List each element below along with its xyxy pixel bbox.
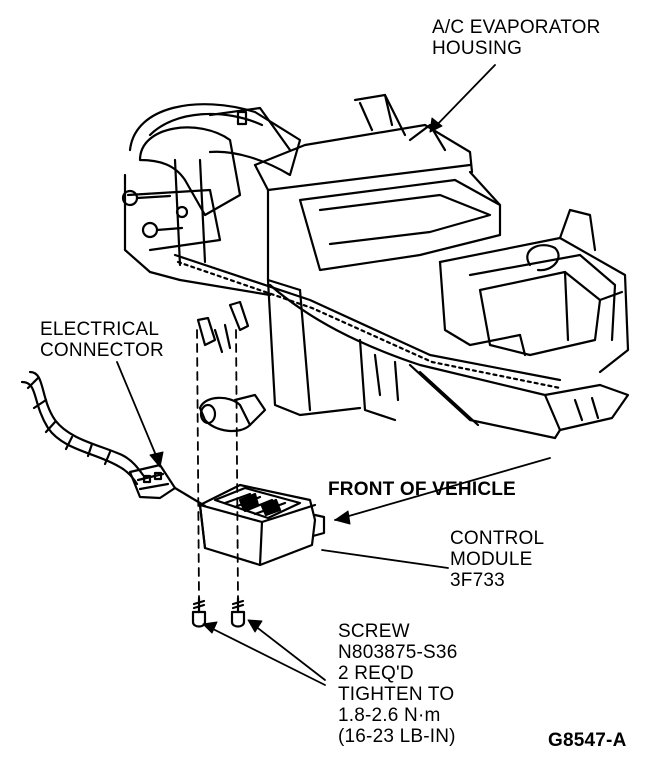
label-control-module: CONTROL MODULE 3F733: [450, 528, 544, 591]
drain-fitting: [196, 300, 267, 433]
label-module-line-3: 3F733: [450, 570, 505, 591]
label-module-line-1: CONTROL: [450, 528, 545, 549]
housing-end-cap: [438, 208, 630, 374]
label-screw-line-6: (16-23 LB-IN): [338, 726, 456, 747]
label-connector-line-2: CONNECTOR: [40, 340, 164, 361]
label-screw-line-4: TIGHTEN TO: [338, 684, 455, 705]
label-evaporator-line-1: A/C EVAPORATOR: [432, 17, 601, 38]
label-module-line-2: MODULE: [450, 549, 533, 570]
evaporator-case: [173, 93, 630, 440]
label-screw: SCREW N803875-S36 2 REQ'D TIGHTEN TO 1.8…: [338, 621, 457, 747]
arrowheads: [149, 117, 443, 634]
screw-alignment-lines: [196, 329, 239, 599]
mounting-screws: [191, 596, 246, 628]
blower-housing: [121, 103, 302, 282]
control-module: [198, 483, 326, 567]
label-screw-line-2: N803875-S36: [338, 642, 458, 663]
wiring-harness: [20, 370, 207, 508]
figure-id: G8547-A: [548, 730, 627, 751]
label-screw-line-5: 1.8-2.6 N·m: [338, 705, 441, 726]
label-front-text: FRONT OF VEHICLE: [328, 479, 516, 500]
label-evaporator-line-2: HOUSING: [432, 38, 523, 59]
figure-id-text: G8547-A: [548, 730, 627, 751]
label-evaporator-housing: A/C EVAPORATOR HOUSING: [432, 17, 601, 59]
label-screw-line-3: 2 REQ'D: [338, 663, 414, 684]
label-electrical-connector: ELECTRICAL CONNECTOR: [40, 319, 164, 361]
label-connector-line-1: ELECTRICAL: [40, 319, 160, 340]
leader-lines: [116, 64, 551, 686]
label-front-of-vehicle: FRONT OF VEHICLE: [328, 479, 516, 500]
label-screw-line-1: SCREW: [338, 621, 410, 642]
